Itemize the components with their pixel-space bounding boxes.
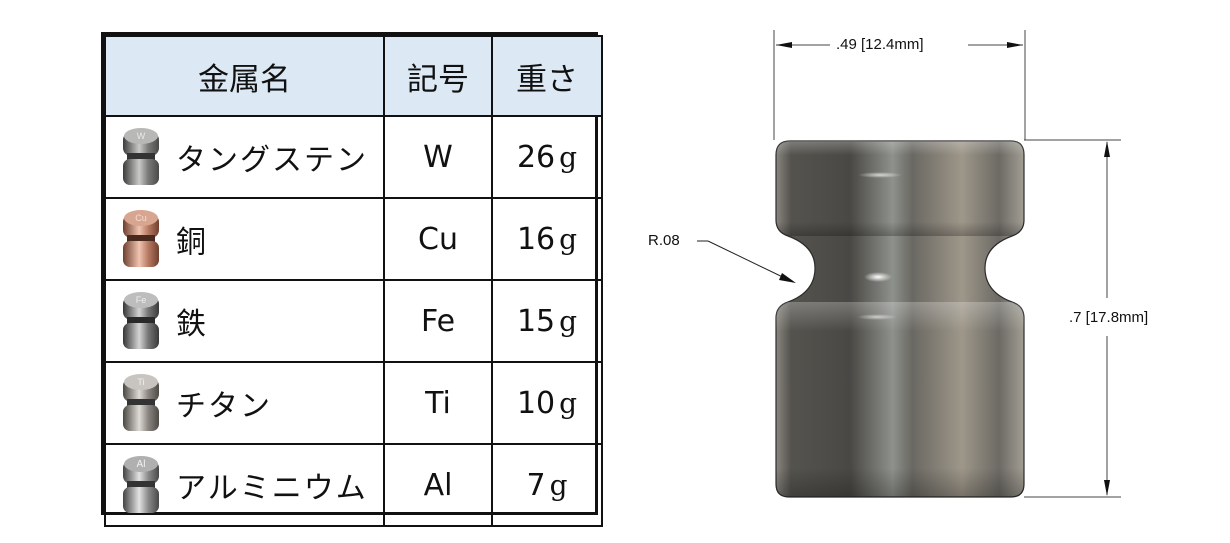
symbol-cell: Fe — [383, 279, 493, 363]
metal-name: タングステン — [176, 143, 368, 178]
metal-name-cell: W タングステン — [104, 115, 385, 199]
tungsten-weight-icon: W — [123, 128, 159, 185]
header-metal-name: 金属名 — [104, 35, 385, 117]
metal-weight-table: 金属名 記号 重さ W タングステン — [101, 32, 603, 527]
metal-name: 鉄 — [176, 307, 208, 342]
aluminum-weight-icon: Al — [123, 456, 159, 513]
height-dimension — [1024, 139, 1121, 498]
width-dimension-label: .49 [12.4mm] — [836, 36, 924, 53]
iron-weight-icon: Fe — [123, 292, 159, 349]
radius-leader — [697, 240, 796, 283]
symbol-cell: W — [383, 115, 493, 199]
svg-text:Cu: Cu — [135, 213, 147, 223]
metal-name-cell: Ti チタン — [104, 361, 385, 445]
metal-name-cell: Fe 鉄 — [104, 279, 385, 363]
metal-name-cell: Cu 銅 — [104, 197, 385, 281]
svg-text:Ti: Ti — [137, 377, 144, 387]
table-header-row: 金属名 記号 重さ — [104, 35, 603, 117]
svg-text:W: W — [137, 131, 146, 141]
header-symbol: 記号 — [383, 35, 493, 117]
copper-weight-icon: Cu — [123, 210, 159, 267]
metal-name-cell: Al アルミニウム — [104, 443, 385, 527]
symbol-cell: Al — [383, 443, 493, 527]
metal-name: アルミニウム — [176, 471, 368, 506]
height-dimension-label: .7 [17.8mm] — [1069, 309, 1149, 326]
svg-text:Fe: Fe — [136, 295, 147, 305]
radius-label: R.08 — [648, 232, 680, 249]
metal-name: チタン — [176, 389, 272, 424]
weight-body — [775, 140, 1025, 498]
metal-name: 銅 — [176, 225, 208, 260]
symbol-cell: Ti — [383, 361, 493, 445]
svg-text:Al: Al — [137, 459, 146, 470]
metals-table: 金属名 記号 重さ W タングステン — [104, 35, 603, 527]
symbol-cell: Cu — [383, 197, 493, 281]
titanium-weight-icon: Ti — [123, 374, 159, 431]
width-dimension — [773, 30, 1026, 140]
header-weight: 重さ — [491, 35, 603, 117]
